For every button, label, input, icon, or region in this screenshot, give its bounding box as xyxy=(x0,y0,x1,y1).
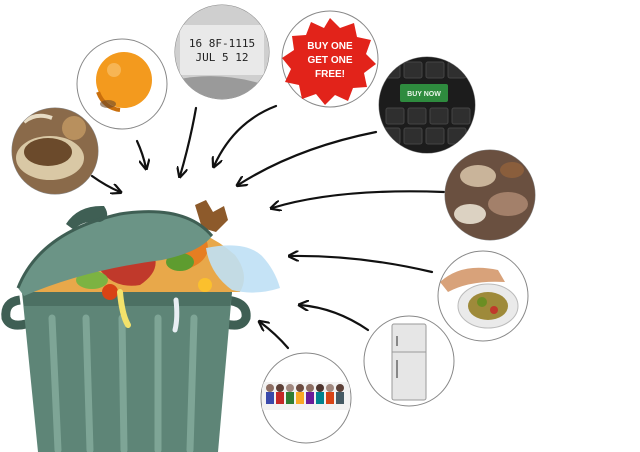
arrow-crowd xyxy=(260,322,290,350)
bogo-promo: BUY ONE GET ONE FREE! xyxy=(281,10,379,108)
trash-bin xyxy=(1,200,280,452)
promo-line1: BUY ONE xyxy=(307,41,353,52)
crowd-of-people-photo xyxy=(260,352,352,444)
arrow-plate xyxy=(290,256,434,274)
keyboard-key-label: BUY NOW xyxy=(407,91,441,98)
arrow-fridge xyxy=(300,305,370,332)
starburst-icon xyxy=(282,18,376,105)
bin-lid xyxy=(18,211,212,296)
buffet-food-photo xyxy=(444,149,536,241)
arrow-date xyxy=(180,106,198,176)
leftovers-photo xyxy=(11,107,99,195)
date-stamp-line2: JUL 5 12 xyxy=(196,51,249,64)
arrow-leftovers xyxy=(90,174,120,192)
fridge-icon xyxy=(391,323,427,401)
online-shopping-keyboard: BUY NOW xyxy=(378,56,476,154)
hand-icon xyxy=(440,267,505,292)
arrow-buffet xyxy=(272,190,446,208)
expiry-date-photo: 16 8F-1115 JUL 5 12 xyxy=(174,4,270,100)
bin-left-handle xyxy=(1,295,28,330)
arrow-promo xyxy=(214,104,278,166)
arrow-keyboard xyxy=(238,130,378,185)
promo-line2: GET ONE xyxy=(307,55,352,66)
arrow-orange xyxy=(135,139,146,168)
promo-line3: FREE! xyxy=(315,69,345,80)
bin-body xyxy=(22,292,232,452)
bin-lid-handle xyxy=(66,205,108,230)
refrigerator-photo xyxy=(363,315,455,407)
date-stamp-line1: 16 8F-1115 xyxy=(189,37,255,50)
bin-right-handle xyxy=(224,295,251,330)
plate-scraping-photo xyxy=(437,250,529,342)
arrows xyxy=(90,104,446,350)
buy-now-key xyxy=(400,84,448,102)
moldy-orange-photo xyxy=(76,38,168,130)
